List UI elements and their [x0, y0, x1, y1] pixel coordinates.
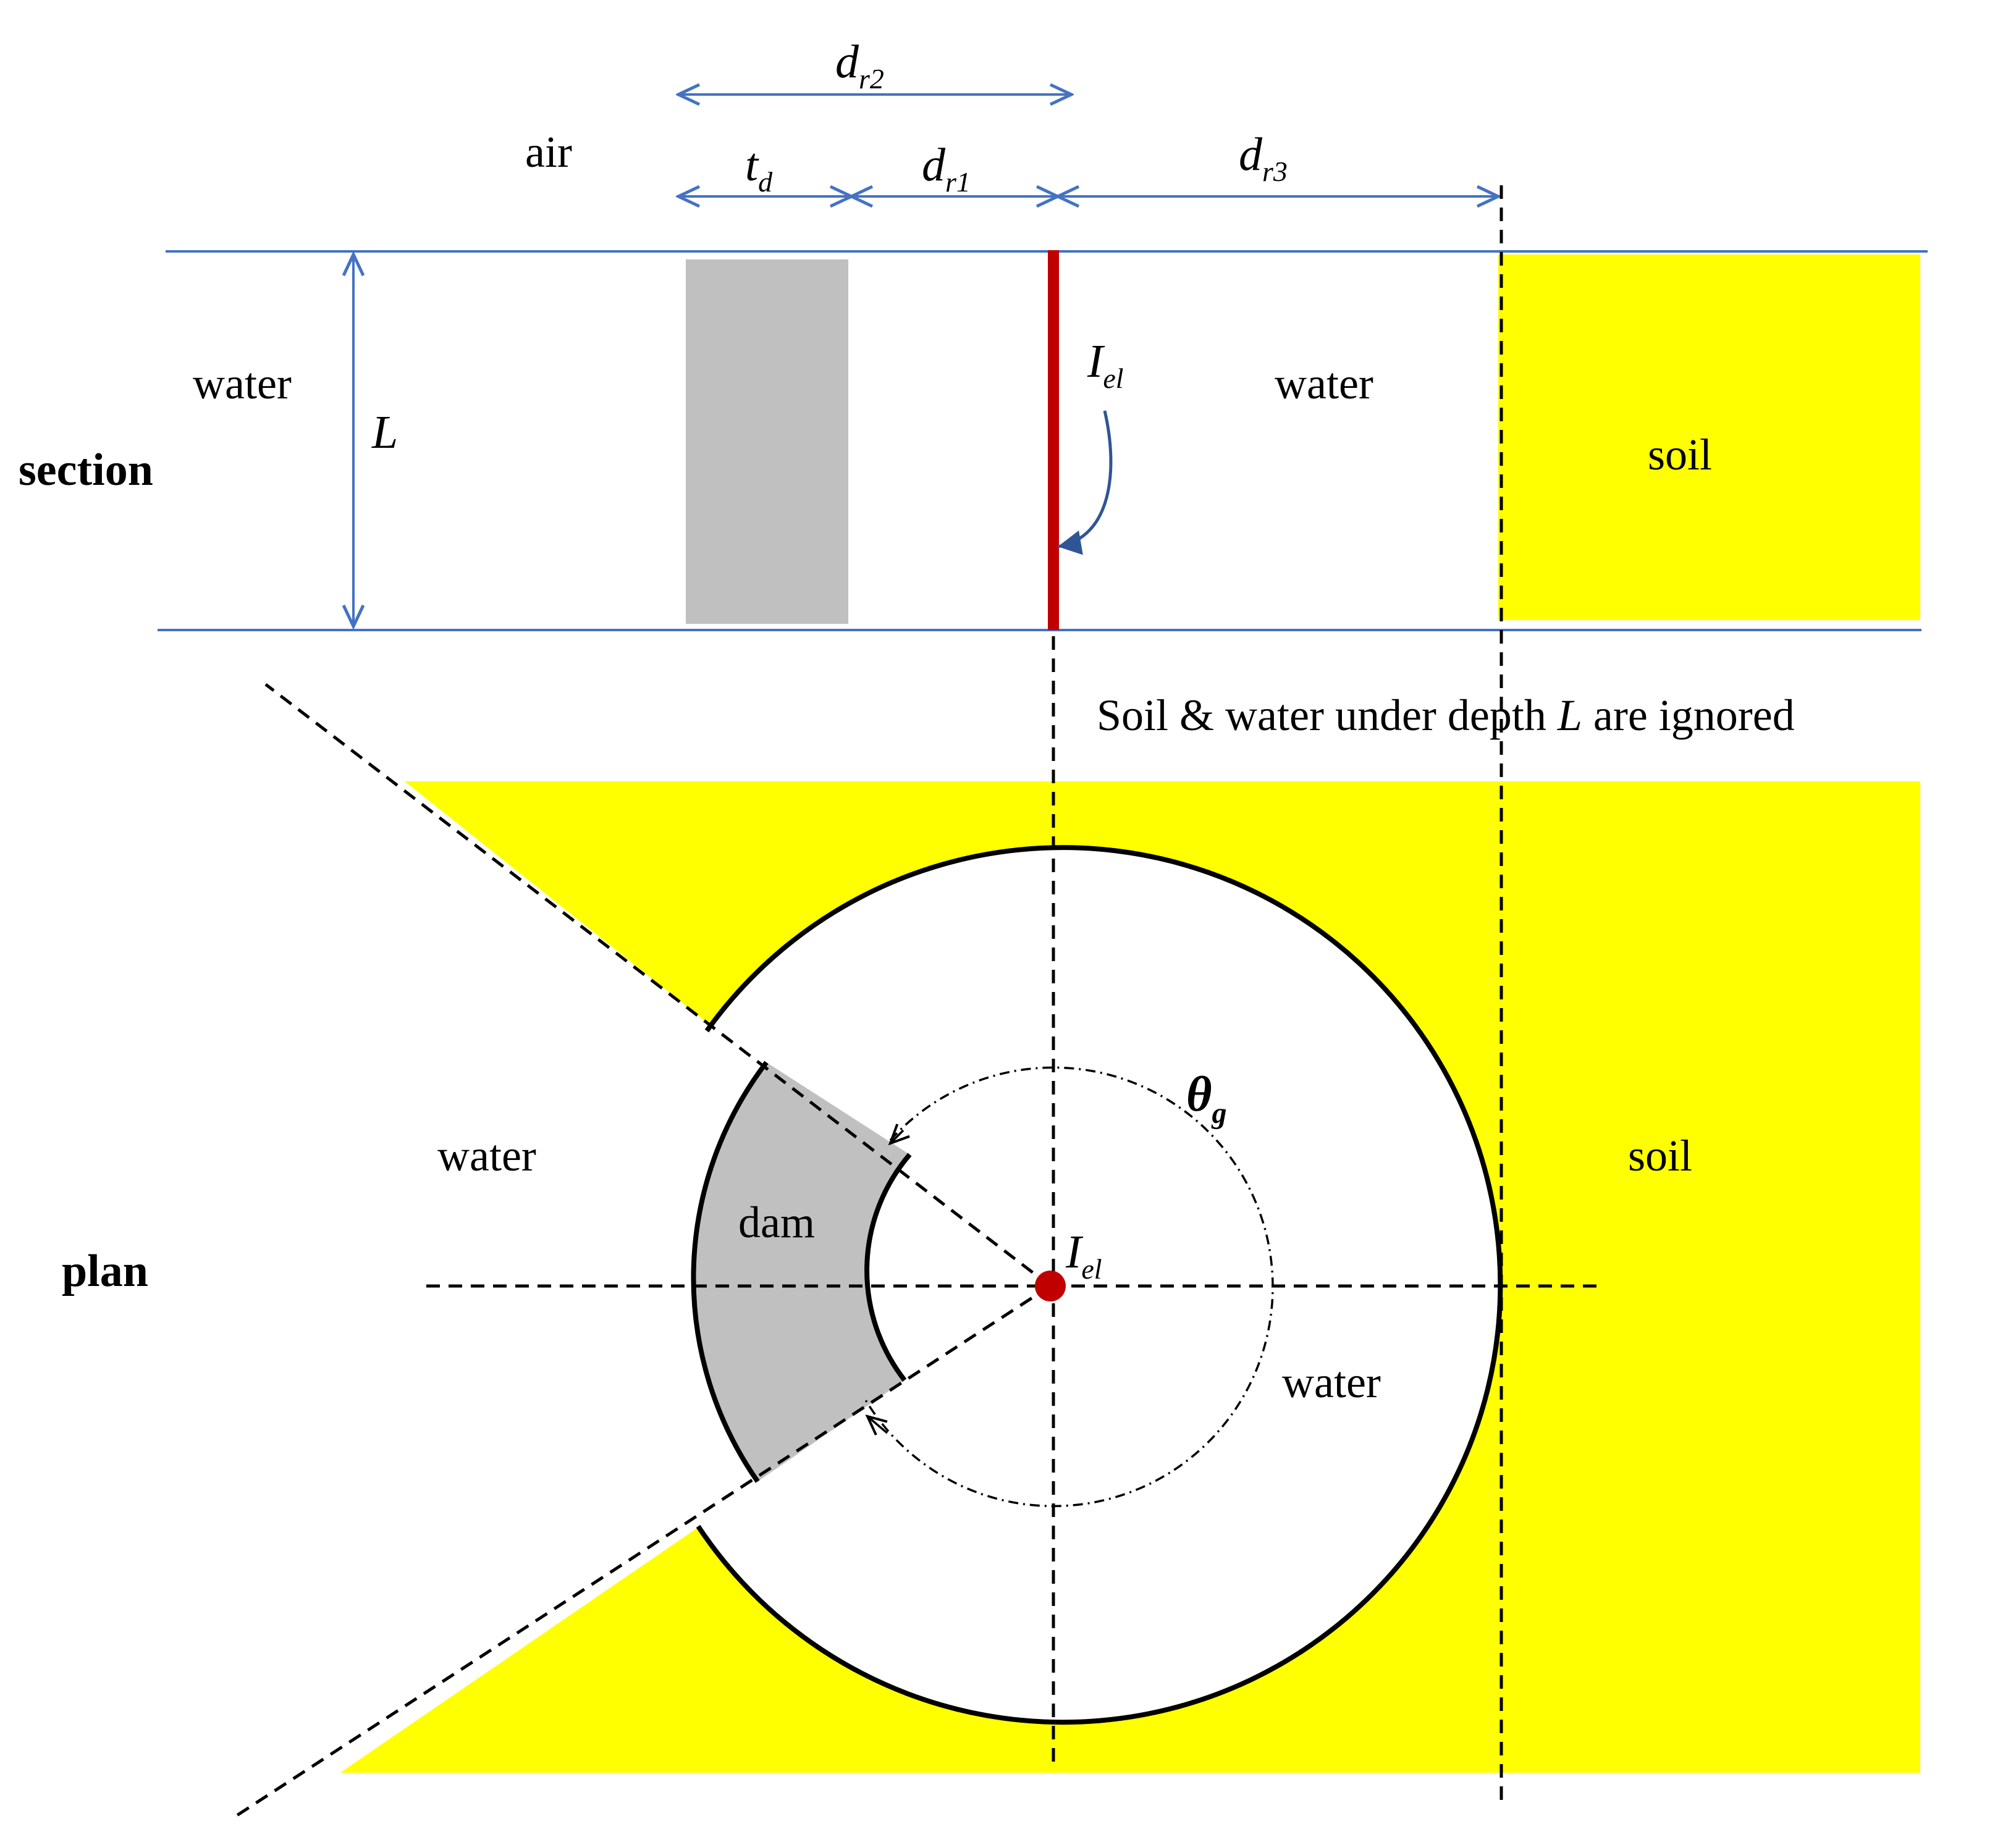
- plan-current-label: Iel: [1065, 1226, 1102, 1285]
- section-view-label: section: [19, 445, 153, 495]
- angle-arrow-upper: [890, 1130, 903, 1143]
- section-soil-block: [1498, 254, 1920, 620]
- plan-water-inner-label: water: [1282, 1358, 1381, 1407]
- dim-dr1-label: dr1: [922, 139, 971, 198]
- plan-dam-sector: [693, 1062, 910, 1482]
- plan-dam-label: dam: [738, 1198, 815, 1247]
- section-view: section air water water soil L dr2 td dr…: [19, 36, 1928, 740]
- depth-label: L: [371, 406, 398, 458]
- section-current-label: Iel: [1087, 335, 1124, 394]
- plan-water-boundary-arc: [696, 845, 1503, 1725]
- air-label: air: [525, 127, 572, 177]
- dim-dr2-label: dr2: [835, 36, 884, 95]
- plan-water-outer-label: water: [437, 1131, 536, 1180]
- plan-view-label: plan: [62, 1246, 148, 1297]
- plan-dam-outer-arc: [691, 1061, 769, 1483]
- plan-soil-upper-wedge: [405, 781, 711, 1025]
- plan-view: plan water dam water soil θg Iel: [0, 185, 1920, 1845]
- dim-dr3-label: dr3: [1239, 128, 1288, 187]
- plan-upper-radial-line: [264, 683, 1052, 1287]
- ignored-depth-note: Soil & water under depth L are ignored: [1097, 691, 1795, 740]
- plan-dam-inner-arc: [864, 1153, 912, 1382]
- plan-electrode-point: [1035, 1271, 1066, 1301]
- plan-soil-label: soil: [1628, 1131, 1692, 1180]
- dim-td-label: td: [745, 139, 773, 198]
- angle-arc: [864, 1066, 1274, 1508]
- angle-arrow-lower: [867, 1416, 888, 1433]
- current-indicator-arrow: [1057, 410, 1113, 555]
- section-water-left-label: water: [193, 359, 292, 408]
- plan-open-water-sector: [0, 684, 1050, 1845]
- plan-lower-radial-line: [235, 1284, 1052, 1818]
- section-soil-label: soil: [1648, 430, 1712, 479]
- angle-label: θg: [1186, 1067, 1227, 1130]
- section-dam-block: [686, 259, 848, 624]
- section-water-right-label: water: [1275, 359, 1373, 408]
